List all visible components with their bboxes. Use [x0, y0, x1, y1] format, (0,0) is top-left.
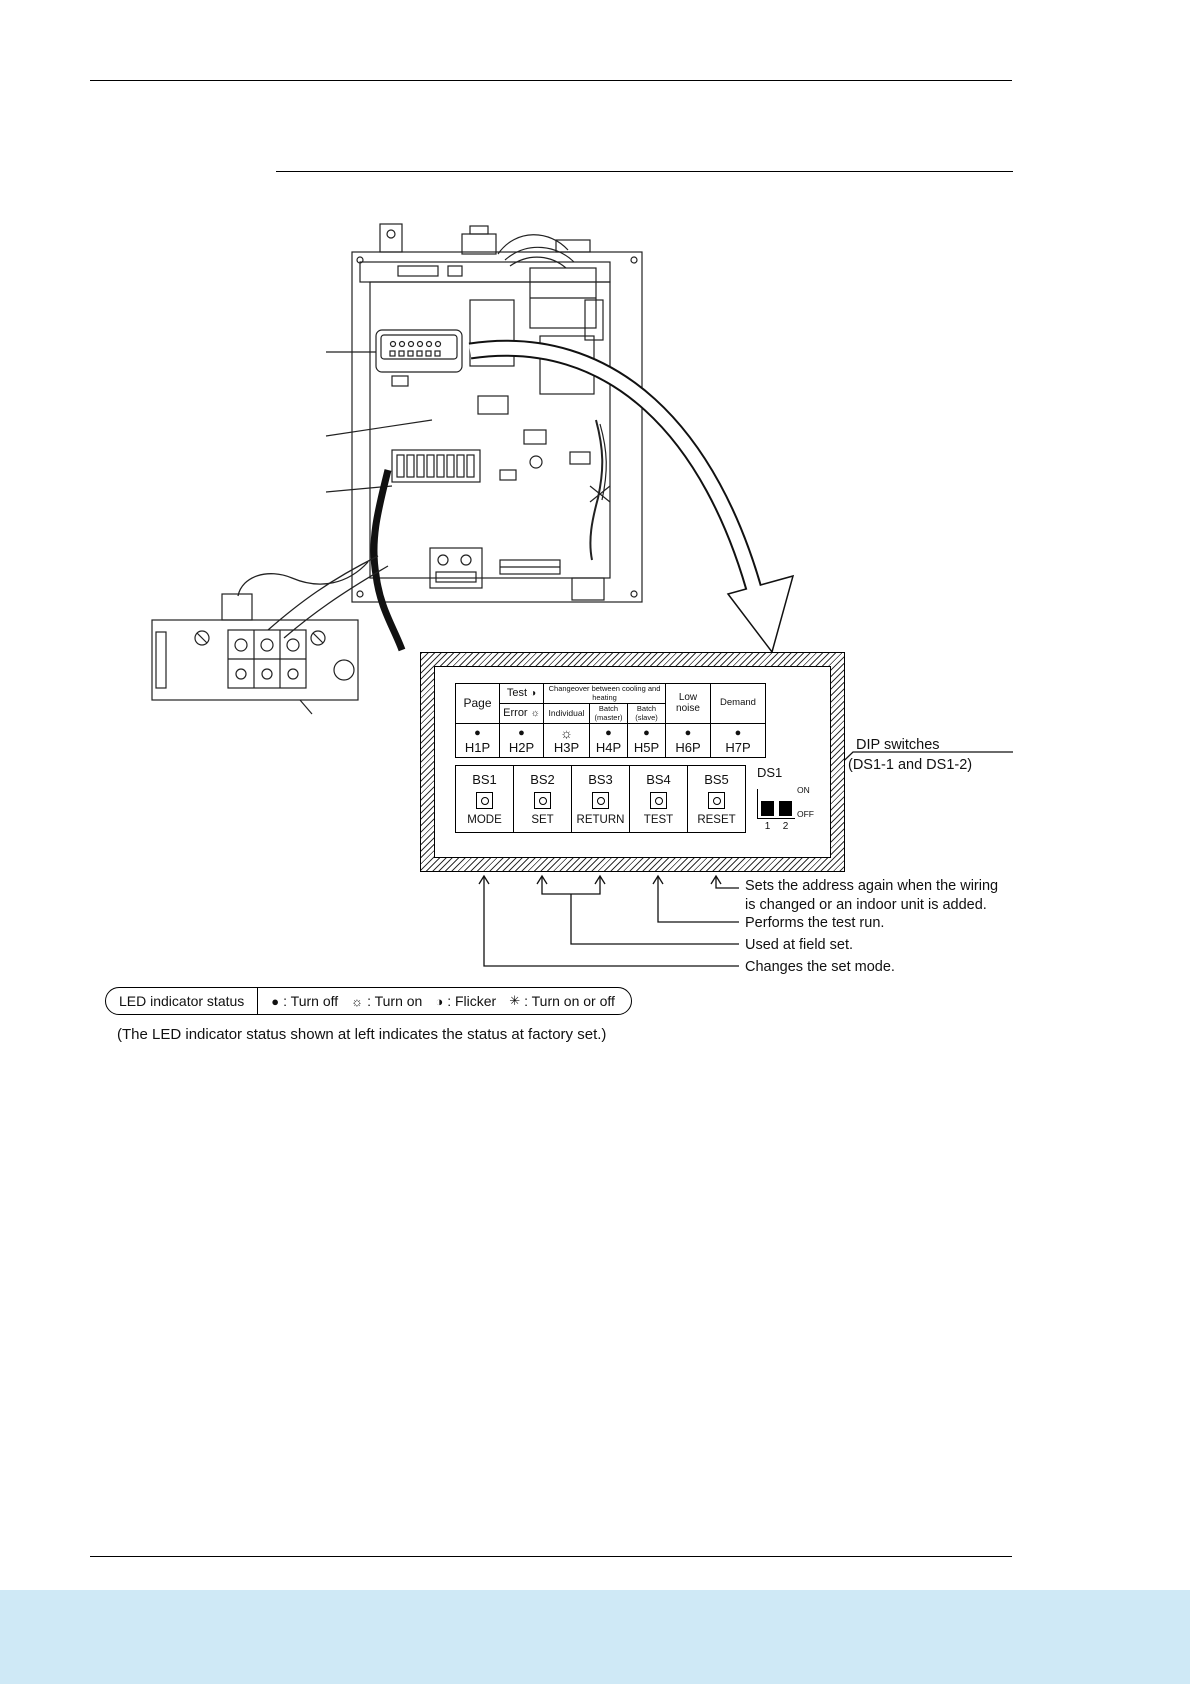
dip-on-off-labels: ON OFF — [797, 785, 814, 819]
terminal-block — [151, 593, 359, 715]
legend-flicker: ◑: Flicker — [435, 993, 497, 1009]
header-rule — [90, 80, 1012, 81]
led-h6p: ●H6P — [665, 723, 711, 758]
led-indicator-table: Page Test ◑ Changeover between cooling a… — [455, 683, 766, 758]
panel-inner: Page Test ◑ Changeover between cooling a… — [434, 666, 831, 858]
button-bs2: BS2 SET — [513, 765, 572, 833]
led-off-icon: ● — [643, 726, 650, 739]
pcb-display-module — [375, 329, 463, 387]
led-on-icon: ☼ — [351, 993, 364, 1009]
led-h4p: ●H4P — [589, 723, 628, 758]
button-bs5: BS5 RESET — [687, 765, 746, 833]
led-off-icon: ● — [684, 726, 692, 739]
legend-turn-on: ☼: Turn on — [351, 993, 423, 1009]
pushbutton-icon — [534, 792, 551, 809]
header-batch-slave: Batch (slave) — [627, 703, 666, 724]
led-off-icon: ● — [271, 993, 280, 1009]
led-legend: LED indicator status ●: Turn off ☼: Turn… — [105, 987, 632, 1015]
button-bs1: BS1 MODE — [455, 765, 514, 833]
dip-switch-2-knob — [779, 801, 792, 816]
led-on-icon: ☼ — [560, 724, 573, 741]
section-rule — [276, 171, 1013, 172]
legend-divider — [257, 988, 259, 1014]
led-on-or-off-icon: ✳ — [509, 993, 521, 1008]
callout-arrow — [468, 339, 795, 654]
field-set-caption: Used at field set. — [745, 937, 853, 953]
led-off-icon: ● — [518, 726, 525, 739]
test-caption: Performs the test run. — [745, 915, 885, 931]
led-h1p: ●H1P — [455, 723, 500, 758]
header-batch-master: Batch (master) — [589, 703, 628, 724]
pushbutton-icon — [650, 792, 667, 809]
led-flicker-icon: ◑ — [435, 993, 444, 1009]
outdoor-unit-pcb — [325, 223, 643, 603]
dip-switches-caption-sub: (DS1-1 and DS1-2) — [848, 757, 973, 773]
led-h5p: ●H5P — [627, 723, 666, 758]
factory-set-note: (The LED indicator status shown at left … — [117, 1026, 607, 1043]
header-changeover: Changeover between cooling and heating — [543, 683, 666, 704]
header-individual: Individual — [543, 703, 590, 724]
legend-title: LED indicator status — [119, 993, 245, 1009]
pushbutton-icon — [708, 792, 725, 809]
led-h3p: ☼H3P — [543, 723, 590, 758]
dip-switches-caption: DIP switches — [856, 737, 940, 753]
terminal-wires — [237, 555, 389, 639]
dip-switch-slots — [757, 789, 795, 819]
led-button-panel-callout: Page Test ◑ Changeover between cooling a… — [420, 652, 845, 872]
led-h7p: ●H7P — [710, 723, 766, 758]
header-error: Error ☼ — [499, 703, 544, 724]
button-bs4: BS4 TEST — [629, 765, 688, 833]
pushbutton-icon — [592, 792, 609, 809]
dip-switch-1-knob — [761, 801, 774, 816]
legend-on-or-off: ✳: Turn on or off — [509, 993, 615, 1009]
header-demand: Demand — [710, 683, 766, 724]
legend-turn-off: ●: Turn off — [271, 993, 339, 1009]
led-off-icon: ● — [474, 726, 481, 739]
led-off-icon: ● — [734, 726, 742, 739]
mode-caption: Changes the set mode. — [745, 959, 895, 975]
header-test: Test ◑ — [499, 683, 544, 704]
footer-rule — [90, 1556, 1012, 1557]
header-low-noise: Low noise — [665, 683, 711, 724]
push-buttons-row: BS1 MODE BS2 SET BS3 RETURN BS4 — [455, 765, 746, 833]
button-bs3: BS3 RETURN — [571, 765, 630, 833]
led-h2p: ●H2P — [499, 723, 544, 758]
sun-icon: ☼ — [530, 707, 540, 719]
reset-caption: Sets the address again when the wiring i… — [745, 878, 999, 913]
led-off-icon: ● — [605, 726, 612, 739]
header-page: Page — [455, 683, 500, 724]
power-cable — [370, 469, 406, 652]
pushbutton-icon — [476, 792, 493, 809]
footer-band — [0, 1590, 1190, 1684]
flicker-icon: ◑ — [530, 687, 537, 699]
